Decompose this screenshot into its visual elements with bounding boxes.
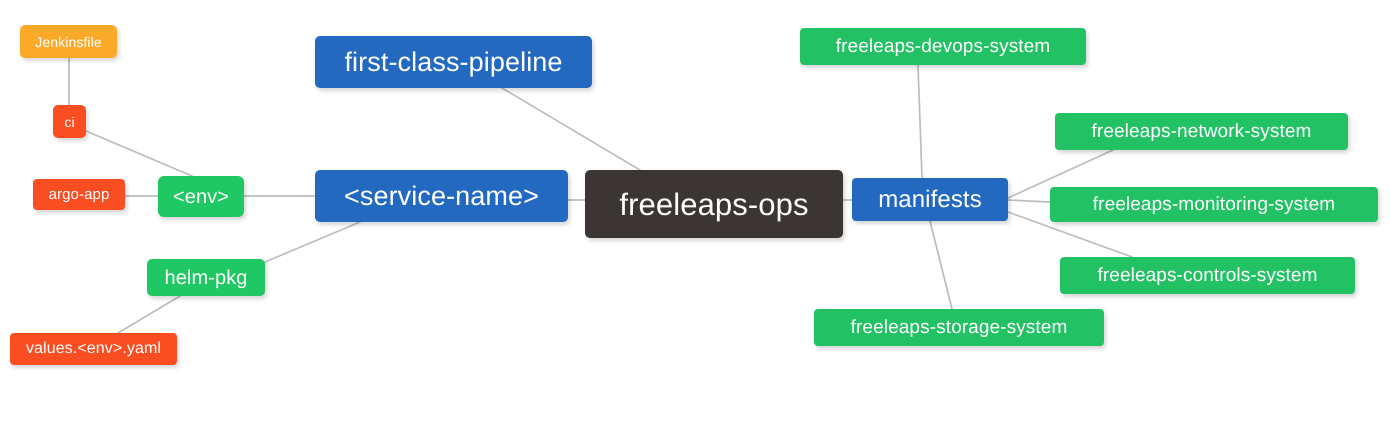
node-freeleaps-monitoring-system[interactable]: freeleaps-monitoring-system	[1050, 187, 1378, 222]
node-freeleaps-storage-system[interactable]: freeleaps-storage-system	[814, 309, 1104, 346]
node-label: <env>	[172, 185, 230, 208]
node-jenkinsfile[interactable]: Jenkinsfile	[20, 25, 117, 58]
node-label: argo-app	[48, 186, 110, 203]
node-env[interactable]: <env>	[158, 176, 244, 217]
node-label: freeleaps-controls-system	[1097, 265, 1318, 286]
node-service-name[interactable]: <service-name>	[315, 170, 568, 222]
node-manifests[interactable]: manifests	[852, 178, 1008, 221]
node-freeleaps-ops[interactable]: freeleaps-ops	[585, 170, 843, 238]
node-label: freeleaps-network-system	[1091, 121, 1312, 142]
edge-ci-env	[85, 130, 193, 177]
edge-manifests-devops	[917, 64, 923, 179]
edge-firstclass-ops	[501, 87, 641, 171]
edge-helmpkg-servicename	[264, 221, 361, 263]
node-freeleaps-network-system[interactable]: freeleaps-network-system	[1055, 113, 1348, 150]
edge-manifests-monitoring	[1007, 199, 1051, 203]
node-first-class-pipeline[interactable]: first-class-pipeline	[315, 36, 592, 88]
node-label: freeleaps-ops	[619, 186, 809, 222]
node-freeleaps-devops-system[interactable]: freeleaps-devops-system	[800, 28, 1086, 65]
node-label: values.<env>.yaml	[25, 340, 162, 357]
node-label: <service-name>	[344, 180, 539, 211]
node-freeleaps-controls-system[interactable]: freeleaps-controls-system	[1060, 257, 1355, 294]
node-label: Jenkinsfile	[35, 33, 102, 50]
node-label: freeleaps-storage-system	[850, 317, 1068, 338]
node-values-yaml[interactable]: values.<env>.yaml	[10, 333, 177, 365]
node-ci[interactable]: ci	[53, 105, 86, 138]
node-label: manifests	[878, 185, 982, 213]
edge-manifests-storage	[929, 220, 953, 310]
node-label: first-class-pipeline	[344, 46, 563, 77]
node-label: ci	[64, 113, 75, 130]
node-label: freeleaps-monitoring-system	[1092, 194, 1336, 215]
node-label: helm-pkg	[164, 266, 248, 289]
node-argo-app[interactable]: argo-app	[33, 179, 125, 210]
node-helm-pkg[interactable]: helm-pkg	[147, 259, 265, 296]
edge-values-helmpkg	[117, 295, 181, 334]
node-label: freeleaps-devops-system	[835, 36, 1051, 57]
